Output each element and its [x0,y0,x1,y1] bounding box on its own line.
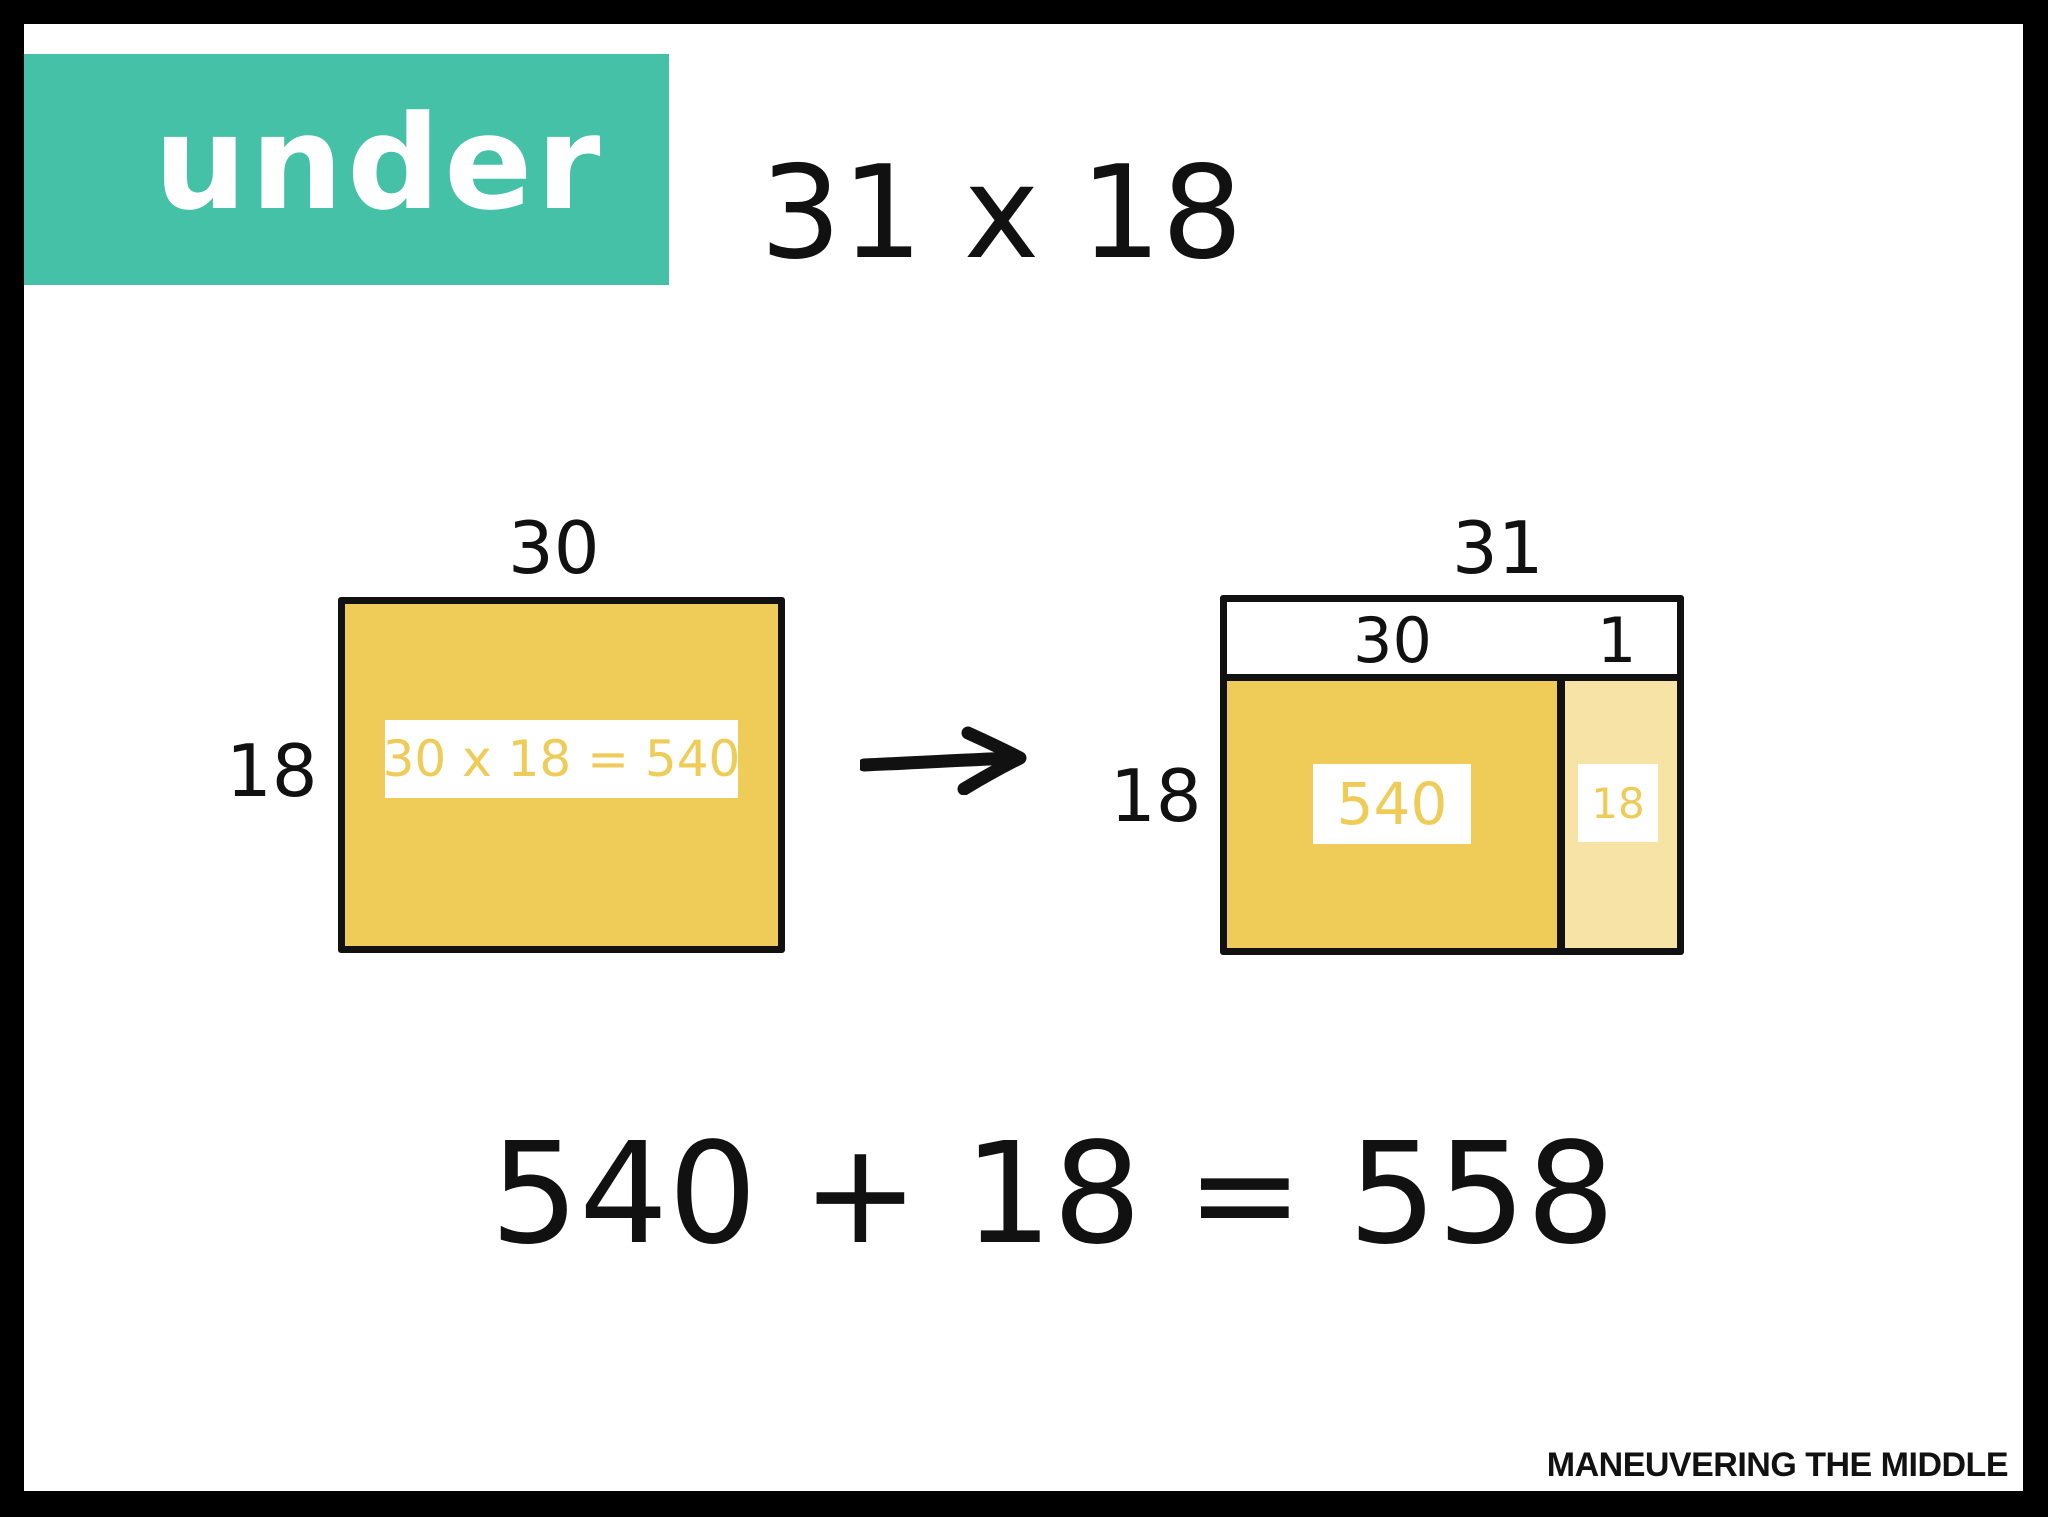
right-arrow-icon [860,726,1027,795]
left-side-label: 18 [226,729,318,813]
category-tag-label: under [154,86,605,239]
problem-title: 31 x 18 [760,139,1243,288]
right-header-right-label: 1 [1597,604,1637,677]
result-equation: 540 + 18 = 558 [490,1113,1616,1276]
right-header-left-label: 30 [1353,604,1432,677]
brand-watermark: MANEUVERING THE MIDDLE [1546,1446,2009,1484]
grid-header-divider [1220,674,1684,681]
left-equation-label: 30 x 18 = 540 [383,720,740,798]
grid-side-cell-value: 18 [1578,764,1658,842]
grid-main-cell-value: 540 [1313,764,1471,844]
category-tag: under [24,54,669,285]
right-top-label: 31 [1452,506,1544,590]
grid-column-divider [1557,681,1565,948]
left-top-label: 30 [508,506,600,590]
right-side-label: 18 [1110,754,1202,838]
